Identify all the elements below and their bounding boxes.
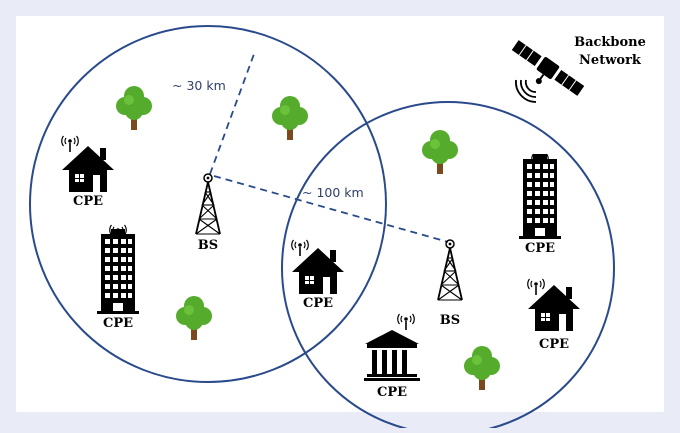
bs-label-right: BS xyxy=(440,313,460,328)
cpe-label: CPE xyxy=(377,385,407,400)
cpe-label: CPE xyxy=(525,241,555,256)
backbone-label-line2: Network xyxy=(579,53,642,68)
radius-label: ~ 30 km xyxy=(172,78,226,93)
cpe-label: CPE xyxy=(73,194,103,209)
cpe-label: CPE xyxy=(303,296,333,311)
bs-label-left: BS xyxy=(198,238,218,253)
radius-line xyxy=(209,53,255,175)
office-building-icon xyxy=(97,229,139,314)
coverage-cell-right xyxy=(281,101,615,433)
satellite-icon xyxy=(511,40,585,96)
office-building-icon xyxy=(519,154,561,239)
cpe-label: CPE xyxy=(539,337,569,352)
link-line xyxy=(213,175,449,243)
coverage-cell-left xyxy=(29,25,387,383)
distance-label: ~ 100 km xyxy=(302,185,364,200)
satellite-signal-icon xyxy=(515,79,537,103)
cpe-label: CPE xyxy=(103,316,133,331)
backbone-label-line1: Backbone xyxy=(574,35,646,50)
